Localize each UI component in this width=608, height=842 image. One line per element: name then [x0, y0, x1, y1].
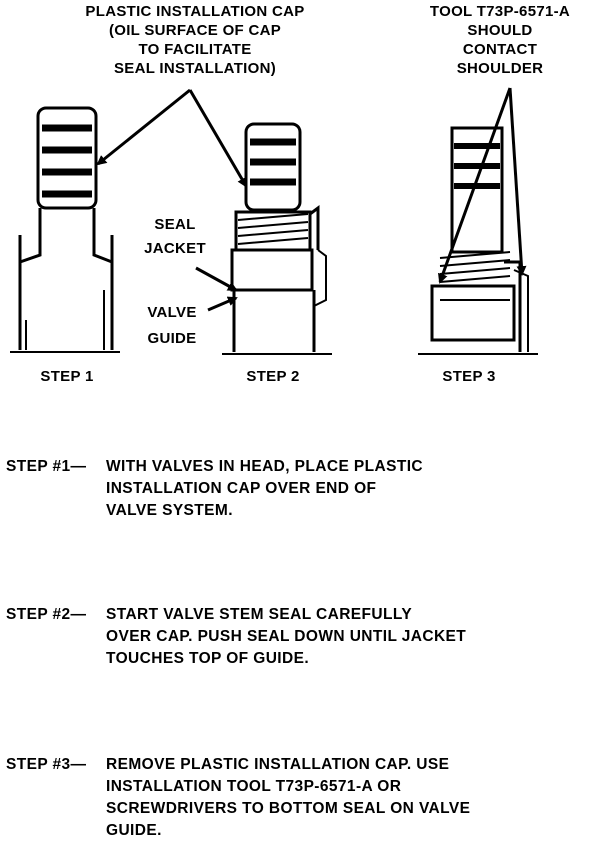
step-line: TOUCHES TOP OF GUIDE.: [106, 650, 310, 667]
step-line: INSTALLATION TOOL T73P-6571-A OR: [106, 778, 402, 795]
step3-illustration: [418, 126, 538, 355]
step-line: SCREWDRIVERS TO BOTTOM SEAL ON VALVE: [106, 800, 471, 817]
tool-callout-line: SHOULD: [467, 22, 533, 39]
step2-illustration: [222, 122, 332, 355]
valve-guide-callout: VALVE GUIDE: [130, 300, 214, 352]
seal-jacket-line: SEAL: [154, 216, 196, 233]
figure-caption-step3: STEP 3: [442, 368, 496, 385]
valve-guide-line: GUIDE: [147, 330, 197, 347]
cap-ribs: [42, 124, 92, 198]
step-line: REMOVE PLASTIC INSTALLATION CAP. USE: [106, 756, 450, 773]
step-line: OVER CAP. PUSH SEAL DOWN UNTIL JACKET: [106, 628, 467, 645]
tool-callout: TOOL T73P-6571-A SHOULD CONTACT SHOULDER: [400, 2, 600, 78]
seal-jacket-callout: SEAL JACKET: [130, 213, 220, 261]
plastic-cap: [36, 106, 98, 210]
seal-jacket-line: JACKET: [144, 240, 206, 257]
figure-caption-step2: STEP 2: [246, 368, 300, 385]
step1-illustration: [10, 106, 120, 353]
cap-ribs: [250, 138, 296, 186]
figure-caption-step1: STEP 1: [40, 368, 94, 385]
tool-callout-line: TOOL T73P-6571-A: [429, 3, 571, 20]
cap-callout-line: TO FACILITATE: [138, 41, 252, 58]
tool-callout-line: CONTACT: [462, 41, 538, 58]
valve-guide-line: VALVE: [147, 304, 197, 321]
leader-lines: [96, 87, 527, 312]
step-number: STEP #3—: [6, 756, 87, 773]
cap-callout-line: SEAL INSTALLATION): [113, 60, 277, 77]
valve-seal-diagram: [10, 87, 538, 355]
step-line: START VALVE STEM SEAL CAREFULLY: [106, 606, 413, 623]
step-number: STEP #1—: [6, 458, 87, 475]
cylinder-head: [18, 235, 114, 350]
plastic-cap: [244, 122, 302, 212]
step-text: REMOVE PLASTIC INSTALLATION CAP. USE INS…: [106, 754, 596, 842]
tool-callout-line: SHOULDER: [456, 60, 544, 77]
seated-seal: [430, 251, 516, 342]
step-line: GUIDE.: [106, 822, 162, 839]
step-number: STEP #2—: [6, 606, 87, 623]
cap-callout: PLASTIC INSTALLATION CAP (OIL SURFACE OF…: [60, 2, 330, 78]
cap-callout-line: (OIL SURFACE OF CAP: [108, 22, 282, 39]
valve-guide: [232, 290, 316, 352]
step-text: START VALVE STEM SEAL CAREFULLY OVER CAP…: [106, 604, 596, 670]
valve-stem-seal: [230, 205, 320, 292]
valve-stem-top: [450, 126, 504, 254]
cap-callout-line: PLASTIC INSTALLATION CAP: [85, 3, 305, 20]
step-text: WITH VALVES IN HEAD, PLACE PLASTIC INSTA…: [106, 456, 596, 522]
step-line: VALVE SYSTEM.: [106, 502, 233, 519]
step-line: INSTALLATION CAP OVER END OF: [106, 480, 377, 497]
step-line: WITH VALVES IN HEAD, PLACE PLASTIC: [106, 458, 424, 475]
